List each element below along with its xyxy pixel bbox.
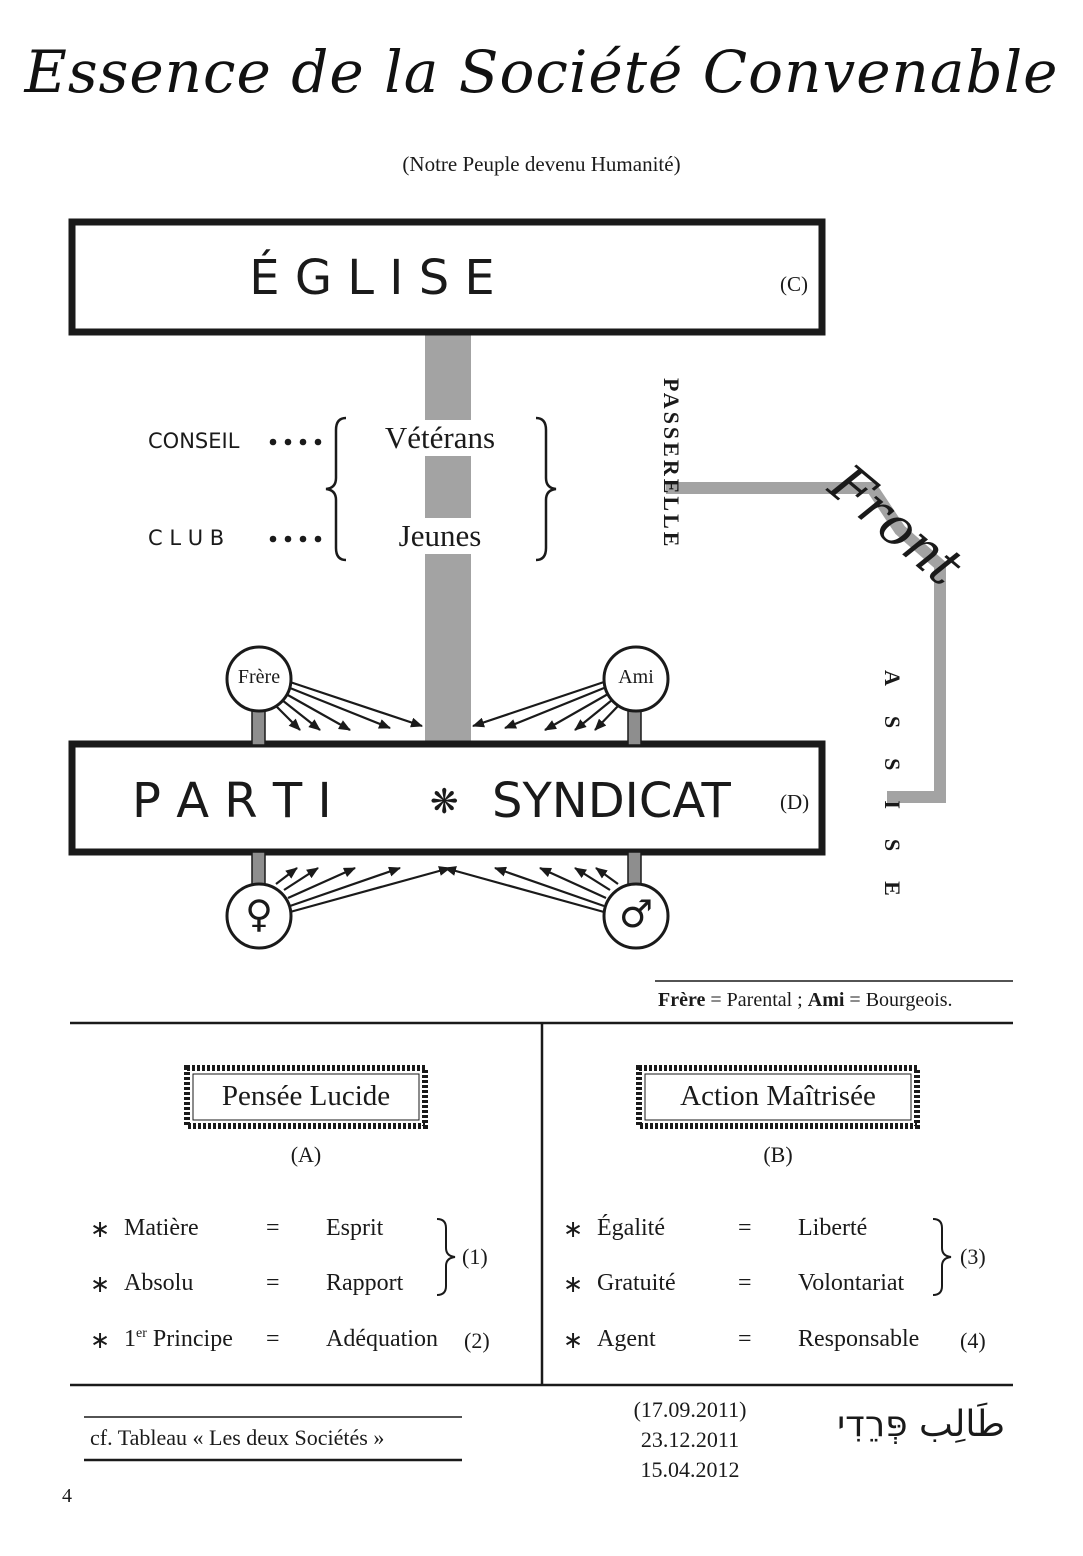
ami-node <box>602 645 670 713</box>
right-row-1-left: Égalité <box>597 1215 665 1241</box>
left-row-2-right: Rapport <box>326 1270 404 1296</box>
ami-node-label: Ami <box>618 666 654 688</box>
page-number: 4 <box>62 1485 72 1507</box>
date-3: 15.04.2012 <box>640 1457 740 1482</box>
right-row-3-eq: = <box>738 1326 752 1352</box>
action-frame <box>636 1065 920 1129</box>
first-number: 1 <box>124 1326 136 1352</box>
right-row-1-right: Liberté <box>798 1215 868 1241</box>
right-row-3-right: Responsable <box>798 1326 920 1352</box>
legend: Frère = Parental ; Ami = Bourgeois. <box>658 989 953 1012</box>
left-row-3-star: ∗ <box>90 1326 111 1354</box>
author-signature: طَالِب פְּרֵדִי <box>837 1404 1005 1445</box>
right-row-3-ref: (4) <box>960 1328 986 1353</box>
male-symbol-icon: ♂ <box>618 892 654 936</box>
syndicat-label: SYNDICAT <box>492 773 731 829</box>
left-group-brace <box>325 416 347 562</box>
male-node <box>602 882 670 950</box>
frere-stem <box>251 708 266 746</box>
conseil-dots <box>269 438 322 446</box>
ami-arrows <box>472 680 619 731</box>
page-subtitle: (Notre Peuple devenu Humanité) <box>402 152 681 176</box>
parti-label: P A R T I <box>132 773 332 829</box>
right-rows-brace <box>932 1218 952 1296</box>
right-row-2-right: Volontariat <box>798 1270 905 1296</box>
left-rows-brace <box>436 1218 456 1296</box>
right-bracket-ref: (3) <box>960 1244 986 1269</box>
legend-frere: Frère <box>658 989 706 1011</box>
parti-syndicat-code: (D) <box>780 790 810 814</box>
frere-arrows <box>275 680 423 731</box>
ami-stem <box>627 708 642 746</box>
left-row-3-right: Adéquation <box>326 1326 438 1352</box>
right-row-3-left: Agent <box>597 1326 656 1352</box>
pensee-frame <box>184 1065 428 1129</box>
front-connector <box>666 482 946 803</box>
assise-label: ASSISE <box>880 670 905 926</box>
right-row-2-star: ∗ <box>563 1270 584 1298</box>
jeunes-label: Jeunes <box>350 518 530 554</box>
parti-syndicat-separator: ❋ <box>430 782 459 822</box>
left-row-3-ref: (2) <box>464 1328 490 1353</box>
principe-word: Principe <box>146 1326 233 1352</box>
action-frame-inner <box>644 1073 912 1121</box>
legend-ami-meaning: = Bourgeois. <box>844 989 953 1011</box>
right-group-brace <box>535 416 557 562</box>
date-2: 23.12.2011 <box>640 1427 740 1452</box>
date-1: (17.09.2011) <box>633 1397 747 1422</box>
veterans-label: Vétérans <box>350 420 530 456</box>
legend-ami: Ami <box>807 989 845 1011</box>
right-row-2-left: Gratuité <box>597 1270 676 1296</box>
female-arrows <box>275 866 451 914</box>
left-row-1-left: Matière <box>124 1215 199 1241</box>
conseil-label: CONSEIL <box>148 429 240 453</box>
right-row-1-eq: = <box>738 1215 752 1241</box>
right-row-2-eq: = <box>738 1270 752 1296</box>
pensee-lucide-code: (A) <box>290 1142 322 1167</box>
club-dots <box>269 535 322 543</box>
male-arrows <box>444 866 619 914</box>
pensee-frame-inner <box>192 1073 420 1121</box>
left-row-1-right: Esprit <box>326 1215 384 1241</box>
legend-frere-meaning: = Parental ; <box>705 989 808 1011</box>
pensee-lucide-title: Pensée Lucide <box>221 1080 391 1112</box>
first-suffix: er <box>136 1326 147 1341</box>
action-maitrisee-code: (B) <box>763 1142 793 1167</box>
left-row-1-star: ∗ <box>90 1215 111 1243</box>
left-row-3-left: 1er Principe <box>124 1326 233 1353</box>
frere-node-label: Frère <box>237 666 281 688</box>
eglise-label: É G L I S E <box>249 250 495 306</box>
reference-note: cf. Tableau « Les deux Sociétés » <box>90 1425 385 1450</box>
right-row-1-star: ∗ <box>563 1215 584 1243</box>
eglise-box <box>68 218 826 336</box>
left-bracket-ref: (1) <box>462 1244 488 1269</box>
right-row-3-star: ∗ <box>563 1326 584 1354</box>
parti-syndicat-box <box>68 740 826 856</box>
female-node <box>225 882 293 950</box>
frere-node <box>225 645 293 713</box>
left-row-1-eq: = <box>266 1215 280 1241</box>
page-title: Essence de la Société Convenable <box>24 38 1059 106</box>
passerelle-label: PASSERELLE <box>659 378 684 550</box>
left-row-2-left: Absolu <box>124 1270 194 1296</box>
female-symbol-icon: ♀ <box>245 892 273 936</box>
eglise-code: (C) <box>780 272 808 296</box>
club-label: C L U B <box>148 526 225 550</box>
left-row-2-eq: = <box>266 1270 280 1296</box>
left-row-2-star: ∗ <box>90 1270 111 1298</box>
action-maitrisee-title: Action Maîtrisée <box>680 1080 876 1112</box>
left-row-3-eq: = <box>266 1326 280 1352</box>
